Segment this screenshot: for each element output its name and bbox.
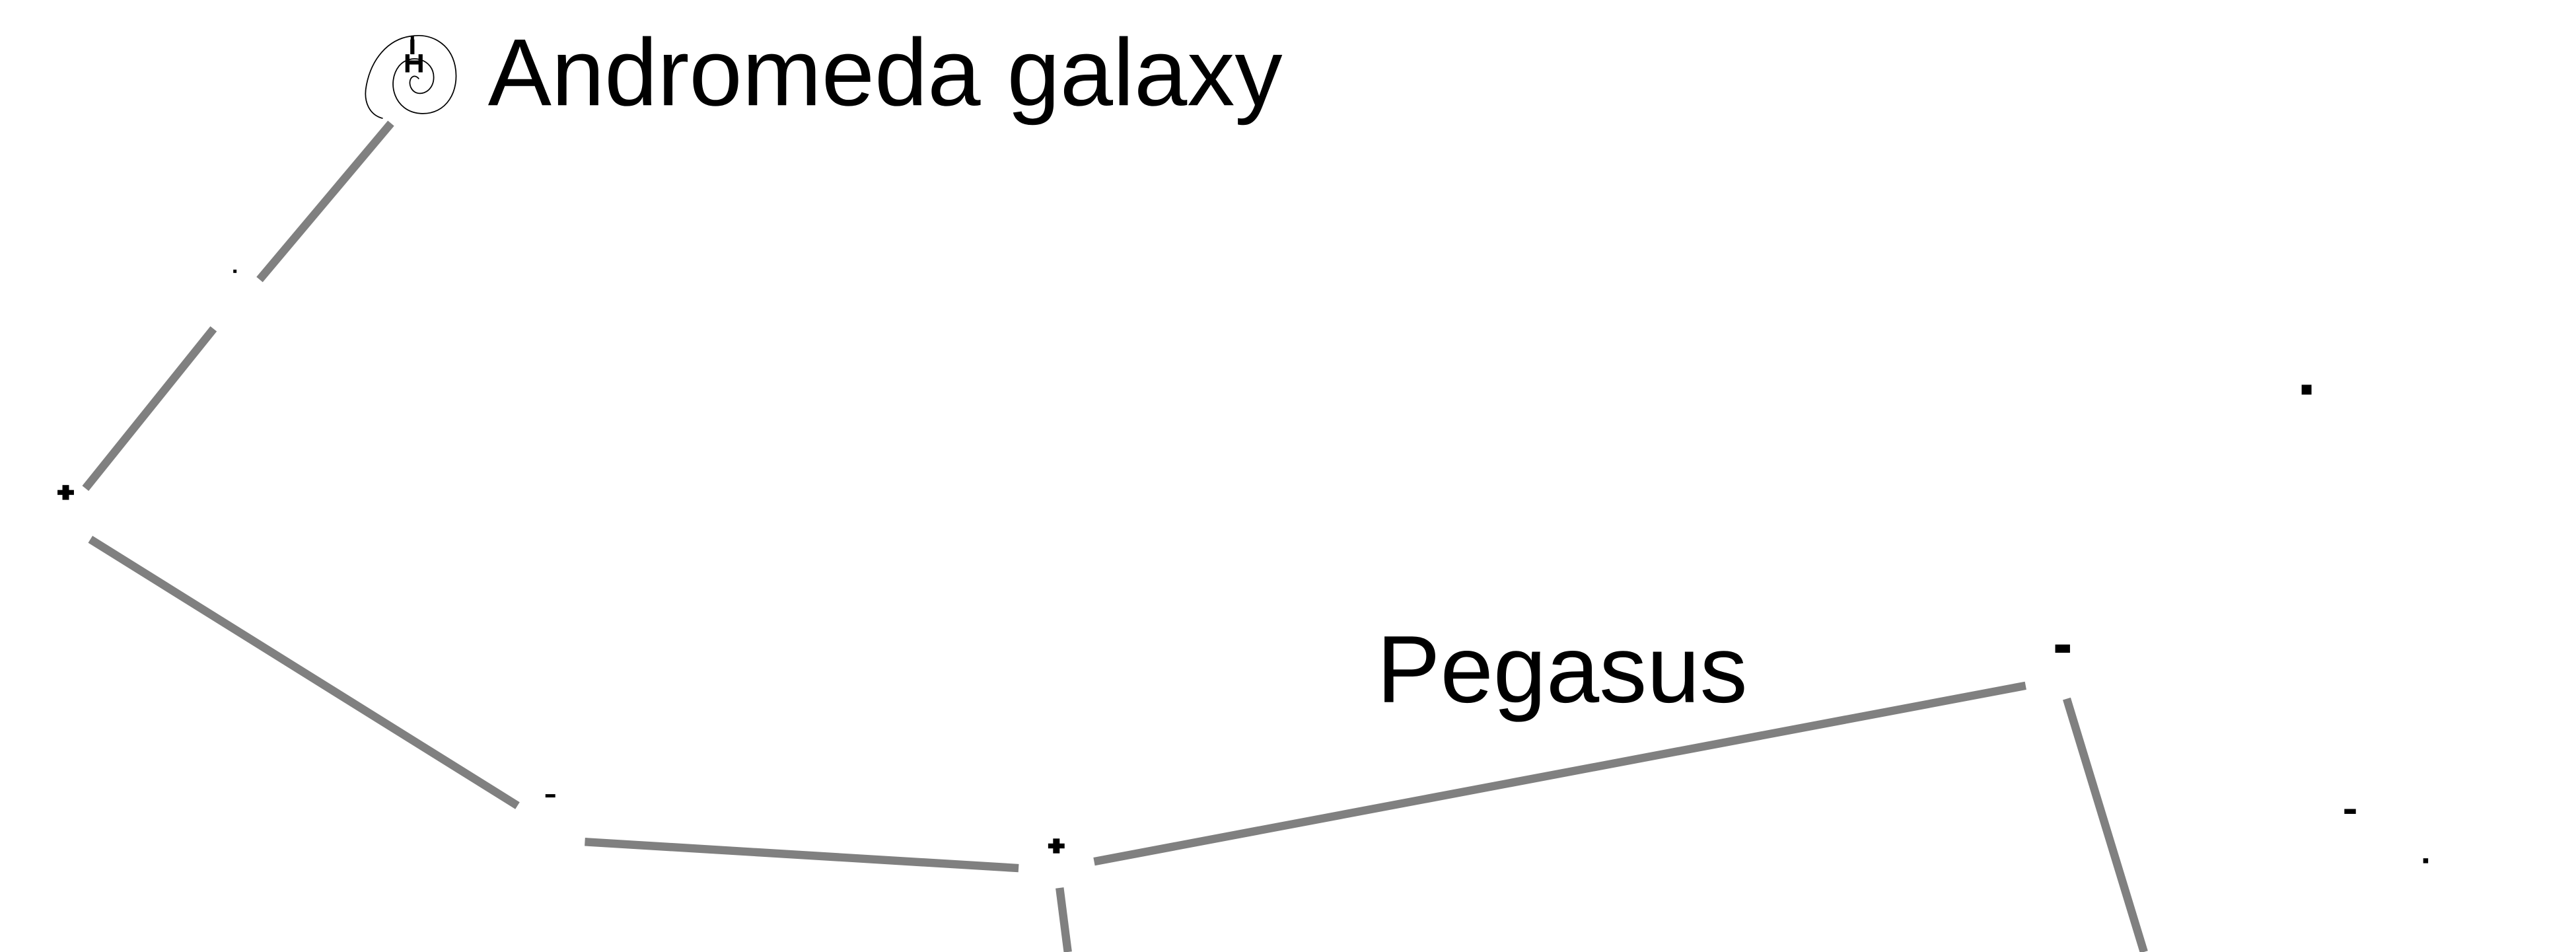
line-andromeda-1 [256,120,394,283]
star-rect-1 [2055,644,2070,653]
star-plus-2 [1048,838,1065,854]
andromeda-galaxy-label: Andromeda galaxy [488,18,1283,126]
line-pegasus-top [1093,681,2026,866]
line-andromeda-2 [82,326,217,492]
star-square-1 [2301,384,2312,395]
stars [57,270,2429,863]
galaxy-icon [365,34,457,120]
star-dash-2 [2344,809,2356,814]
star-tiny-2 [2423,858,2429,863]
star-tiny-1 [233,270,237,274]
pegasus-label: Pegasus [1377,616,1747,723]
star-plus-1 [57,485,74,500]
line-pegasus-right [2063,697,2148,952]
line-andromeda-3 [88,536,520,809]
line-pegasus-left [1055,887,1072,952]
constellation-lines [82,120,2148,952]
line-andromeda-4 [585,838,1019,873]
star-dash-1 [545,794,555,798]
